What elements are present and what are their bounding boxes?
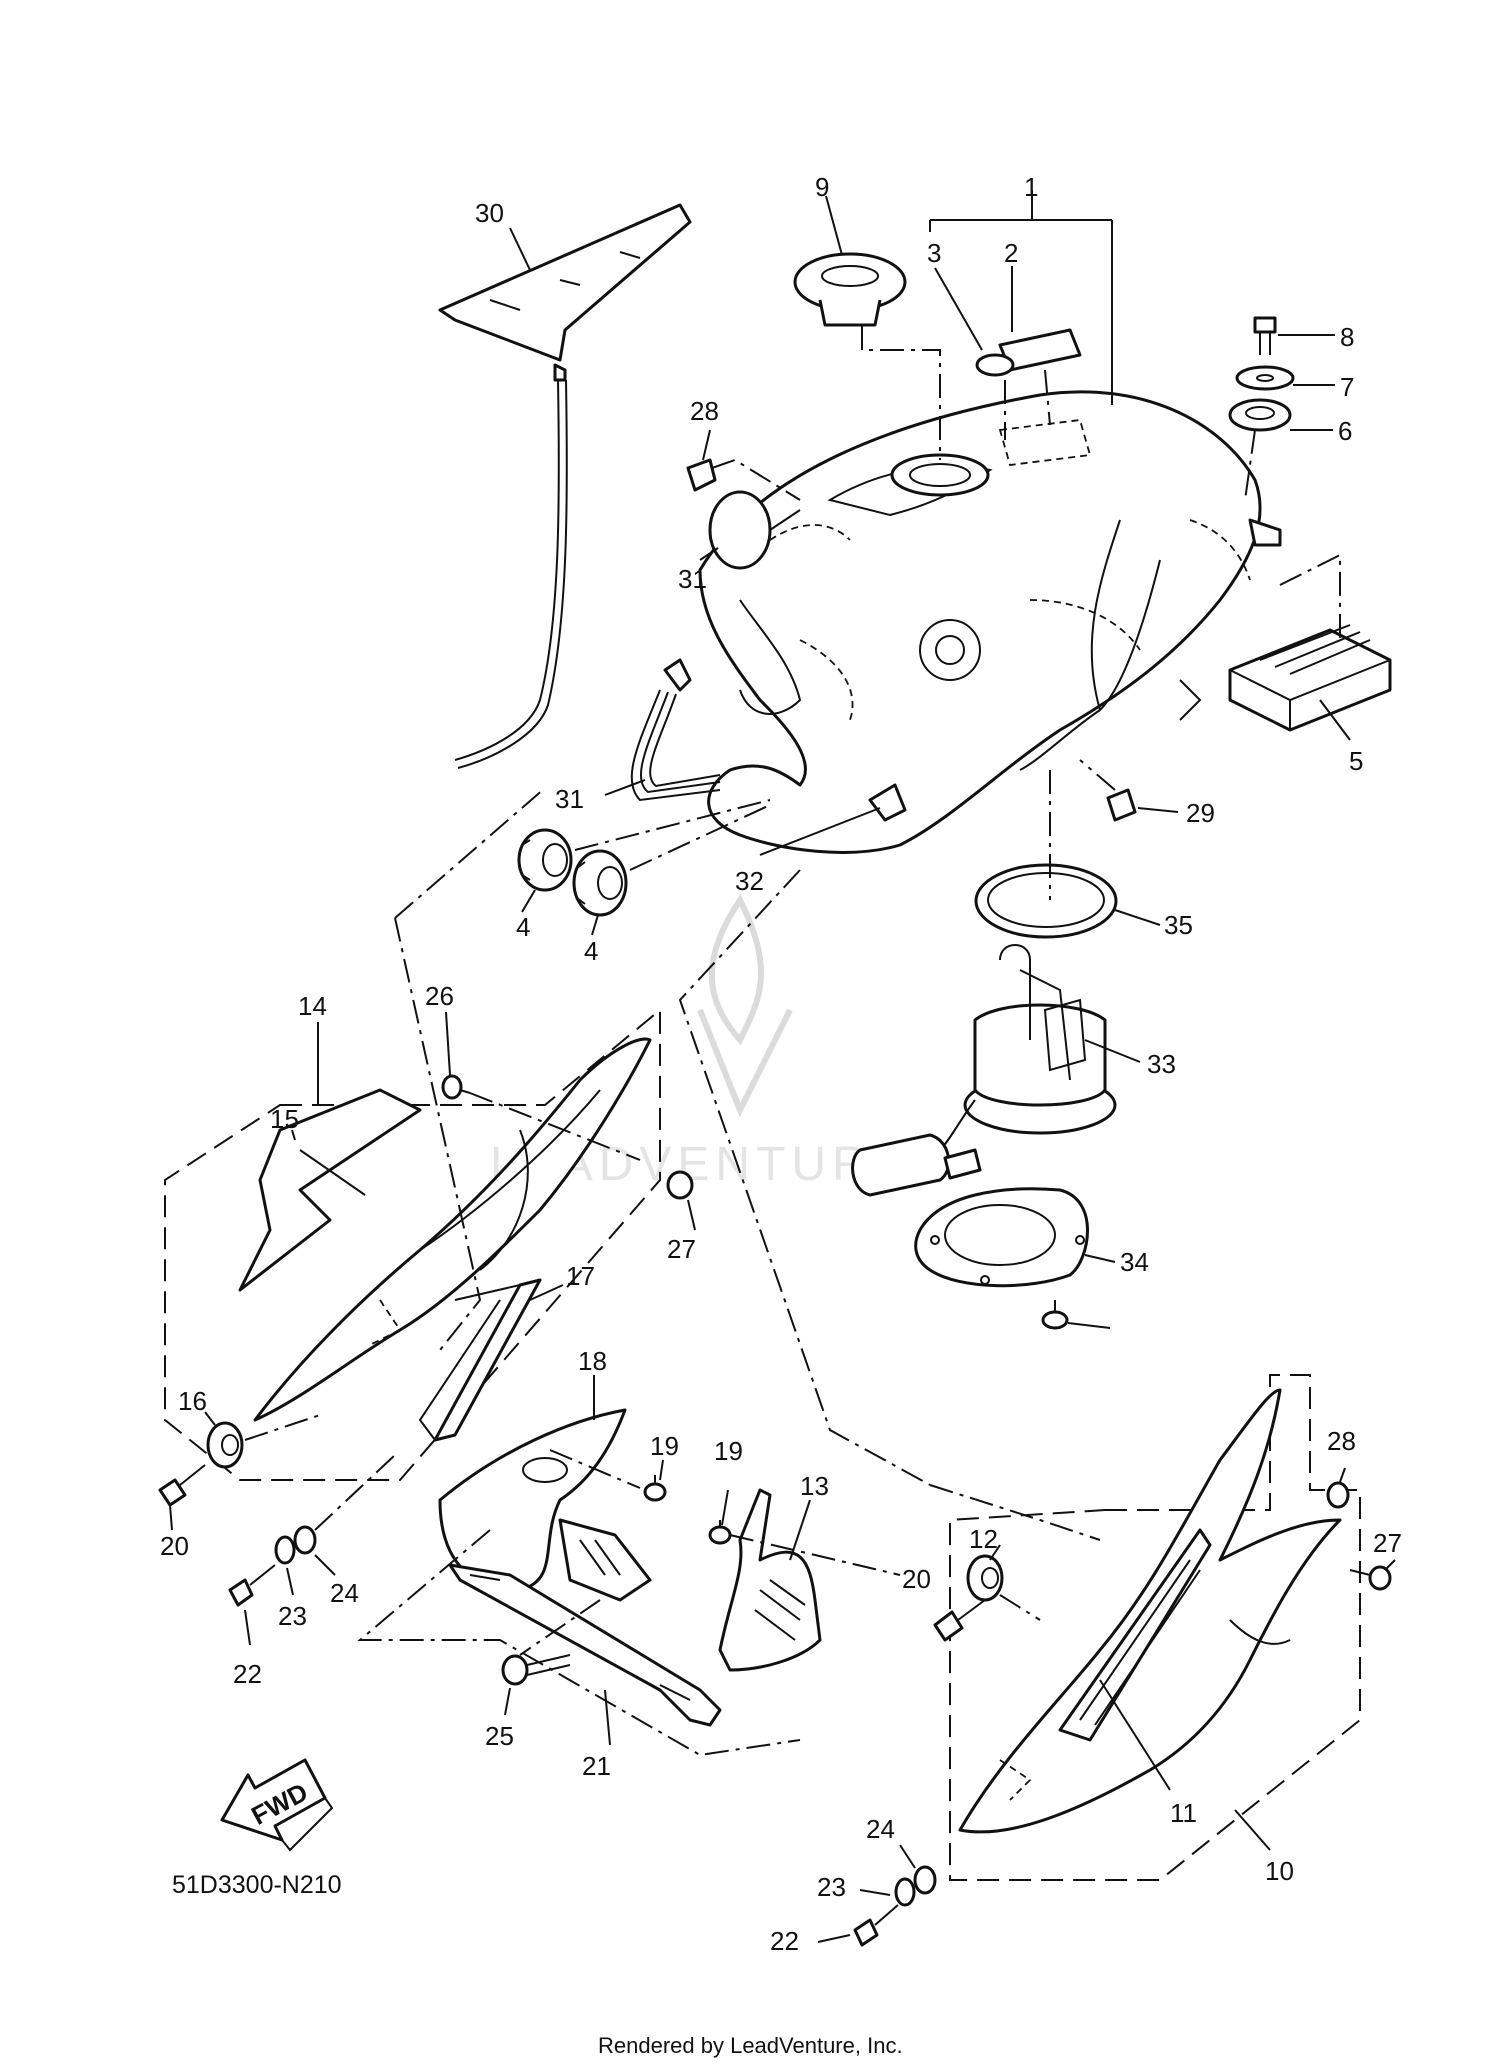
group-14-outline [164, 1007, 661, 1481]
part-35-screw [1041, 1300, 1069, 1330]
callout-12: 12 [969, 1524, 998, 1554]
callout-26b: 27 [1373, 1528, 1402, 1558]
callout-20b: 20 [902, 1564, 931, 1594]
part-31-pad-bottom [868, 783, 907, 822]
callout-30: 31 [555, 784, 584, 814]
callout-2: 2 [1004, 238, 1018, 268]
part-27-collar-left [666, 1170, 694, 1200]
part-29-bracket [438, 203, 692, 769]
part-21-bar [448, 1563, 722, 1727]
group-10-outline [949, 1374, 1361, 1881]
callout-28b: 29 [1186, 798, 1215, 828]
callout-5: 5 [1349, 746, 1363, 776]
render-credit: Rendered by LeadVenture, Inc. [598, 2033, 903, 2058]
part-25-nut [501, 1654, 571, 1686]
callout-22a: 22 [233, 1659, 262, 1689]
part-10-right-cover [958, 1388, 1342, 1834]
callout-4a: 4 [516, 912, 530, 942]
part-20-bolt-right [933, 1599, 986, 1642]
fwd-arrow-icon: FWD [220, 1758, 334, 1852]
part-26-screw-right [1349, 1565, 1392, 1591]
part-9-filler-cap [793, 252, 907, 327]
part-19-screw-left [643, 1475, 667, 1502]
part-8-bolt [1253, 316, 1277, 355]
callout-11: 11 [1170, 1798, 1197, 1828]
part-20-bolt-left [158, 1464, 206, 1507]
callout-31b: 32 [735, 866, 764, 896]
callout-34: 35 [1164, 910, 1193, 940]
callout-4b: 4 [584, 936, 598, 966]
part-33-plate [914, 1187, 1089, 1288]
part-28-clip-top [686, 458, 717, 492]
callout-18: 18 [578, 1346, 607, 1376]
part-12-damper [966, 1554, 1004, 1602]
callout-10: 10 [1265, 1856, 1294, 1886]
callout-29: 30 [475, 198, 504, 228]
part-23-collar-left [274, 1535, 296, 1565]
callout-26a: 26 [425, 981, 454, 1011]
part-30-hoses [630, 658, 721, 802]
callout-24a: 24 [330, 1578, 359, 1608]
callout-3: 3 [927, 238, 941, 268]
part-31-pad-top [708, 490, 772, 570]
callout-14: 14 [298, 991, 327, 1021]
part-27-collar-right [1326, 1481, 1350, 1509]
part-23-collar-right [894, 1877, 916, 1907]
callout-33: 34 [1120, 1247, 1149, 1277]
callout-6: 6 [1338, 416, 1352, 446]
callout-7: 7 [1340, 372, 1354, 402]
part-28-clip-right [1106, 788, 1137, 822]
callout-31a: 31 [678, 564, 707, 594]
fuel-tank [698, 390, 1282, 854]
part-32-fuel-pump [851, 944, 1117, 1197]
callout-8: 8 [1340, 322, 1354, 352]
part-5-damper-block [1228, 624, 1392, 732]
part-17-strip [418, 1278, 542, 1442]
callout-20a: 20 [160, 1531, 189, 1561]
callout-28a: 28 [690, 396, 719, 426]
part-19-screw-right [708, 1520, 732, 1545]
callout-27b: 28 [1327, 1426, 1356, 1456]
callout-15: 15 [270, 1104, 299, 1134]
part-34-o-ring [974, 863, 1118, 939]
part-14-decal [238, 1088, 422, 1292]
part-6-damper [1228, 398, 1292, 432]
part-24-washer-left [293, 1525, 317, 1555]
part-16-damper [206, 1421, 244, 1469]
callout-21: 21 [582, 1751, 611, 1781]
part-26-screw-left [441, 1074, 471, 1100]
callout-16: 16 [178, 1386, 207, 1416]
callout-23b: 23 [817, 1872, 846, 1902]
callout-24b: 24 [866, 1814, 895, 1844]
callout-9: 9 [815, 172, 829, 202]
part-4-grommet-left [517, 828, 573, 892]
part-24-washer-right [913, 1865, 937, 1895]
callout-23a: 23 [278, 1601, 307, 1631]
callouts: 1 2 3 4 4 5 6 7 8 9 10 11 12 [160, 172, 1402, 1956]
callout-19b: 19 [714, 1436, 743, 1466]
callout-19a: 19 [650, 1431, 679, 1461]
callout-27a: 27 [667, 1234, 696, 1264]
callout-32: 33 [1147, 1049, 1176, 1079]
part-4-grommet-right [572, 849, 628, 917]
part-22-bolt-left [228, 1564, 276, 1607]
part-15-left-cover [253, 1037, 652, 1422]
part-3-label [975, 353, 1015, 377]
callout-13: 13 [800, 1471, 829, 1501]
callout-22b: 22 [770, 1926, 799, 1956]
part-13-cover [718, 1488, 822, 1672]
callout-1: 1 [1024, 172, 1038, 202]
callout-17: 17 [566, 1261, 595, 1291]
part-7-washer [1235, 365, 1295, 391]
part-22-bolt-right [853, 1904, 899, 1947]
diagram-code: 51D3300-N210 [172, 1871, 342, 1899]
callout-25: 25 [485, 1721, 514, 1751]
